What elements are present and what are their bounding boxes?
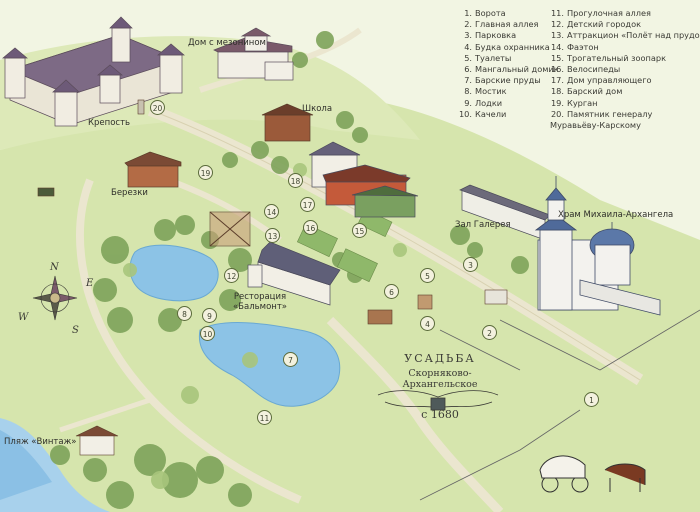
title-line-2: Скорняково-Архангельское (402, 368, 478, 390)
label-krepost: Крепость (88, 118, 131, 128)
marker-19: 19 (198, 165, 213, 180)
label-shkola: Школа (302, 104, 333, 114)
legend-item: 11.Прогулочная аллея (550, 8, 651, 18)
legend-item: 6.Мангальный домик (464, 64, 559, 75)
legend-item: 5.Туалеты (464, 52, 512, 63)
legend-item: 19.Курган (550, 97, 598, 108)
label-zal-galereya: Зал Галерея (455, 220, 511, 230)
legend-item: 10.Качели (458, 108, 507, 119)
legend-item: 9.Лодки (464, 97, 503, 108)
legend-item: 13.Аттракцион «Полёт над прудом» (550, 30, 700, 41)
marker-2: 2 (482, 325, 497, 340)
compass-south: S (72, 325, 79, 336)
marker-17: 17 (300, 197, 315, 212)
marker-12: 12 (224, 268, 239, 283)
label-berezki: Березки (111, 188, 148, 198)
legend-item: 15.Трогательный зоопарк (550, 52, 667, 63)
legend-item: 8.Мостик (464, 86, 507, 97)
marker-14: 14 (264, 204, 279, 219)
label-plyazh: Пляж «Винтаж» (4, 437, 77, 447)
legend-item: 17.Дом управляющего (550, 75, 652, 86)
map-legend: 1.Ворота 2.Главная аллея 3.Парковка 4.Бу… (458, 8, 700, 158)
compass-west: W (18, 312, 29, 323)
marker-9: 9 (202, 308, 217, 323)
marker-4: 4 (420, 316, 435, 331)
marker-8: 8 (177, 306, 192, 321)
marker-7: 7 (283, 352, 298, 367)
legend-column-left: 1.Ворота 2.Главная аллея 3.Парковка 4.Бу… (458, 8, 559, 120)
marker-15: 15 (352, 223, 367, 238)
marker-3: 3 (463, 257, 478, 272)
compass-north: N (50, 262, 59, 273)
compass-east: E (86, 278, 94, 289)
estate-title: УСАДЬБА Скорняково-Архангельское с 1680 (372, 352, 508, 421)
legend-item: 16.Велосипеды (550, 64, 621, 75)
legend-item: 3.Парковка (464, 30, 517, 41)
label-dom-mezonin: Дом с мезонином (188, 38, 266, 48)
legend-item: 2.Главная аллея (464, 19, 539, 30)
legend-item: 18.Барский дом (550, 86, 623, 97)
label-hram: Храм Михаила-Архангела (558, 210, 674, 220)
marker-11: 11 (257, 410, 272, 425)
legend-item: 7.Барские пруды (464, 75, 541, 86)
title-line-3: с 1680 (421, 408, 459, 421)
marker-20: 20 (150, 100, 165, 115)
legend-item: 12.Детский городок (550, 19, 642, 30)
label-restoran: Ресторация «Бальмонт» (232, 292, 287, 312)
marker-5: 5 (420, 268, 435, 283)
legend-item: 20.Памятник генералу Муравьёву-Карскому (550, 108, 653, 131)
marker-18: 18 (288, 173, 303, 188)
marker-6: 6 (384, 284, 399, 299)
marker-10: 10 (200, 326, 215, 341)
legend-item: 14.Фаэтон (550, 41, 599, 52)
marker-16: 16 (303, 220, 318, 235)
legend-item: 1.Ворота (464, 8, 506, 18)
legend-column-right: 11.Прогулочная аллея 12.Детский городок … (550, 8, 700, 131)
marker-13: 13 (265, 228, 280, 243)
legend-item: 4.Будка охранника (464, 41, 550, 52)
marker-1: 1 (584, 392, 599, 407)
title-line-1: УСАДЬБА (404, 352, 476, 365)
